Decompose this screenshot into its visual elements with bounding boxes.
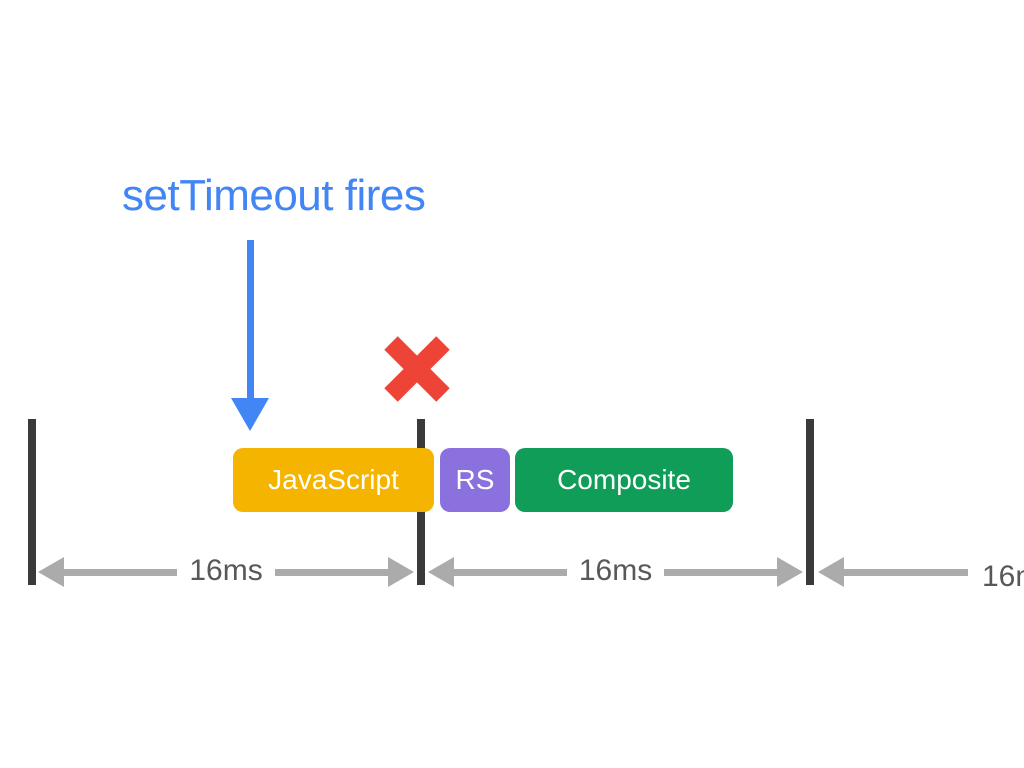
task-block-javascript: JavaScript — [233, 448, 434, 512]
settimeout-arrow-shaft — [247, 240, 254, 400]
interval-arrow-line — [664, 568, 778, 576]
interval-duration-label: 16ms — [982, 560, 1024, 588]
arrowhead-left-icon — [428, 557, 454, 587]
task-label-composite: Composite — [557, 464, 691, 495]
arrowhead-left-icon — [818, 557, 844, 587]
frame-boundary-line-3 — [806, 419, 814, 585]
x-stroke-2 — [384, 336, 450, 402]
frame-boundary-line-1 — [28, 419, 36, 585]
interval-arrow-line — [844, 568, 968, 576]
settimeout-fires-label: setTimeout fires — [122, 171, 426, 220]
frame-interval-3: 16ms — [818, 557, 1024, 587]
interval-duration-label: 16ms — [578, 554, 653, 587]
interval-arrow-line — [64, 568, 178, 576]
interval-arrow-line — [454, 568, 567, 576]
task-block-raster: RS — [440, 448, 510, 512]
arrowhead-left-icon — [38, 557, 64, 587]
arrowhead-right-icon — [388, 557, 415, 587]
task-label-raster: RS — [455, 464, 495, 495]
task-label-javascript: JavaScript — [268, 464, 399, 495]
task-block-composite: Composite — [515, 448, 733, 512]
settimeout-arrow-icon — [231, 398, 269, 431]
frame-interval-1: 16ms — [38, 554, 415, 587]
frame-interval-2: 16ms — [428, 554, 804, 587]
arrowhead-right-icon — [777, 557, 804, 587]
interval-arrow-line — [274, 568, 389, 576]
missed-frame-x-icon — [384, 336, 450, 402]
interval-duration-label: 16ms — [189, 554, 263, 587]
